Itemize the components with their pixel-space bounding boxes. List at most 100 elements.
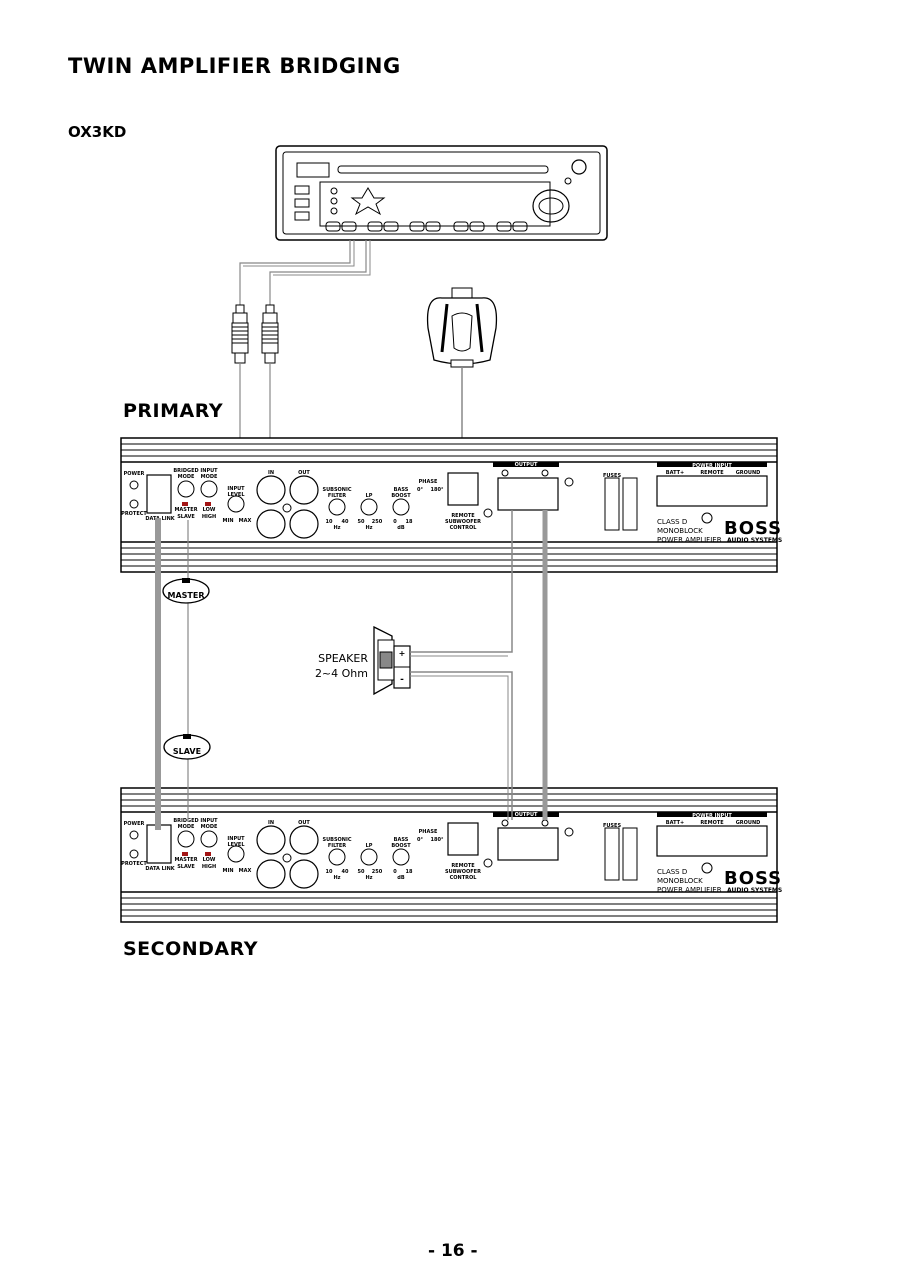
svg-text:INPUT: INPUT <box>200 468 218 474</box>
primary-amplifier <box>120 437 778 573</box>
svg-text:MONOBLOCK: MONOBLOCK <box>657 877 703 885</box>
svg-text:BOOST: BOOST <box>391 843 411 849</box>
svg-text:POWER: POWER <box>124 471 145 477</box>
svg-text:LP: LP <box>366 493 373 499</box>
svg-text:POWER: POWER <box>124 821 145 827</box>
svg-text:50: 50 <box>358 869 365 875</box>
svg-text:POWER INPUT: POWER INPUT <box>692 813 732 819</box>
svg-text:Hz: Hz <box>365 875 372 881</box>
svg-text:DATA LINK: DATA LINK <box>145 866 175 872</box>
svg-text:AUDIO SYSTEMS: AUDIO SYSTEMS <box>727 537 782 544</box>
svg-text:OUT: OUT <box>298 470 310 476</box>
svg-text:Hz: Hz <box>365 525 372 531</box>
svg-text:MODE: MODE <box>178 824 195 830</box>
svg-text:REMOTE: REMOTE <box>451 513 475 519</box>
svg-text:Hz: Hz <box>333 875 340 881</box>
svg-text:FILTER: FILTER <box>328 843 346 849</box>
svg-text:Hz: Hz <box>333 525 340 531</box>
svg-text:REMOTE: REMOTE <box>451 863 475 869</box>
svg-text:MODE: MODE <box>201 474 218 480</box>
primary-label: PRIMARY <box>123 400 224 422</box>
svg-text:MAX: MAX <box>239 868 252 874</box>
slave-badge: SLAVE <box>163 734 211 760</box>
svg-text:MODE: MODE <box>178 474 195 480</box>
svg-text:CONTROL: CONTROL <box>450 875 478 881</box>
svg-text:CLASS D: CLASS D <box>657 518 687 526</box>
svg-text:REMOTE: REMOTE <box>700 470 724 476</box>
speaker: + - SPEAKER 2~4 Ohm <box>315 625 411 696</box>
svg-text:LEVEL: LEVEL <box>227 492 245 498</box>
svg-text:MASTER: MASTER <box>168 591 205 600</box>
svg-text:GROUND: GROUND <box>736 820 761 826</box>
svg-text:BOSS: BOSS <box>724 868 782 889</box>
svg-text:SUBWOOFER: SUBWOOFER <box>445 869 481 875</box>
svg-text:2~4 Ohm: 2~4 Ohm <box>315 667 368 680</box>
svg-text:SUBWOOFER: SUBWOOFER <box>445 519 481 525</box>
speaker-wires <box>410 510 548 820</box>
page-title: TWIN AMPLIFIER BRIDGING <box>68 54 401 78</box>
svg-text:FILTER: FILTER <box>328 493 346 499</box>
svg-text:SPEAKER: SPEAKER <box>318 652 368 665</box>
svg-text:dB: dB <box>397 525 405 531</box>
svg-text:INPUT: INPUT <box>227 486 245 492</box>
svg-text:0°: 0° <box>417 487 423 493</box>
svg-text:POWER AMPLIFIER: POWER AMPLIFIER <box>657 886 722 894</box>
head-unit <box>275 145 608 241</box>
svg-text:SLAVE: SLAVE <box>177 514 195 520</box>
model-label: OX3KD <box>68 123 127 141</box>
master-badge: MASTER <box>162 578 210 604</box>
svg-text:180°: 180° <box>431 837 444 843</box>
svg-text:50: 50 <box>358 519 365 525</box>
svg-text:dB: dB <box>397 875 405 881</box>
svg-text:MONOBLOCK: MONOBLOCK <box>657 527 703 535</box>
page-number: - 16 - <box>428 1241 478 1261</box>
svg-text:BOOST: BOOST <box>391 493 411 499</box>
svg-text:180°: 180° <box>431 487 444 493</box>
svg-text:0°: 0° <box>417 837 423 843</box>
secondary-label: SECONDARY <box>123 938 258 960</box>
svg-text:LP: LP <box>366 843 373 849</box>
svg-text:-: - <box>400 675 404 685</box>
svg-text:OUTPUT: OUTPUT <box>515 462 538 468</box>
svg-text:MASTER: MASTER <box>174 857 197 863</box>
svg-text:MAX: MAX <box>239 518 252 524</box>
svg-text:HIGH: HIGH <box>202 514 216 520</box>
svg-text:BRIDGED: BRIDGED <box>173 818 198 824</box>
svg-text:18: 18 <box>406 519 413 525</box>
svg-text:BATT+: BATT+ <box>666 470 684 476</box>
svg-text:SUBSONIC: SUBSONIC <box>322 837 351 843</box>
svg-text:10: 10 <box>326 519 333 525</box>
svg-text:MASTER: MASTER <box>174 507 197 513</box>
svg-text:CONTROL: CONTROL <box>450 525 478 531</box>
svg-text:BOSS: BOSS <box>724 518 782 539</box>
svg-text:40: 40 <box>342 869 349 875</box>
remote-bass-control <box>426 287 498 478</box>
svg-text:MIN: MIN <box>222 868 233 874</box>
svg-text:INPUT: INPUT <box>200 818 218 824</box>
svg-text:CLASS D: CLASS D <box>657 868 687 876</box>
svg-text:PROTECT: PROTECT <box>121 511 147 517</box>
svg-text:PROTECT: PROTECT <box>121 861 147 867</box>
svg-text:+: + <box>399 649 406 658</box>
svg-text:BRIDGED: BRIDGED <box>173 468 198 474</box>
primary-branding: CLASS D MONOBLOCK POWER AMPLIFIER BOSS A… <box>657 518 782 544</box>
secondary-amplifier <box>120 787 778 923</box>
svg-text:40: 40 <box>342 519 349 525</box>
svg-text:18: 18 <box>406 869 413 875</box>
svg-text:POWER AMPLIFIER: POWER AMPLIFIER <box>657 536 722 544</box>
svg-text:AUDIO SYSTEMS: AUDIO SYSTEMS <box>727 887 782 894</box>
secondary-panel-text: POWER PROTECT DATA LINK BRIDGED MODE INP… <box>121 812 760 881</box>
svg-text:0: 0 <box>393 519 397 525</box>
datalink-cable <box>155 518 189 830</box>
svg-text:PHASE: PHASE <box>419 479 438 485</box>
svg-text:LOW: LOW <box>203 507 216 513</box>
svg-text:SUBSONIC: SUBSONIC <box>322 487 351 493</box>
svg-text:MODE: MODE <box>201 824 218 830</box>
svg-text:LEVEL: LEVEL <box>227 842 245 848</box>
svg-text:GROUND: GROUND <box>736 470 761 476</box>
svg-text:PHASE: PHASE <box>419 829 438 835</box>
svg-text:POWER INPUT: POWER INPUT <box>692 463 732 469</box>
svg-text:0: 0 <box>393 869 397 875</box>
svg-text:INPUT: INPUT <box>227 836 245 842</box>
svg-text:LOW: LOW <box>203 857 216 863</box>
